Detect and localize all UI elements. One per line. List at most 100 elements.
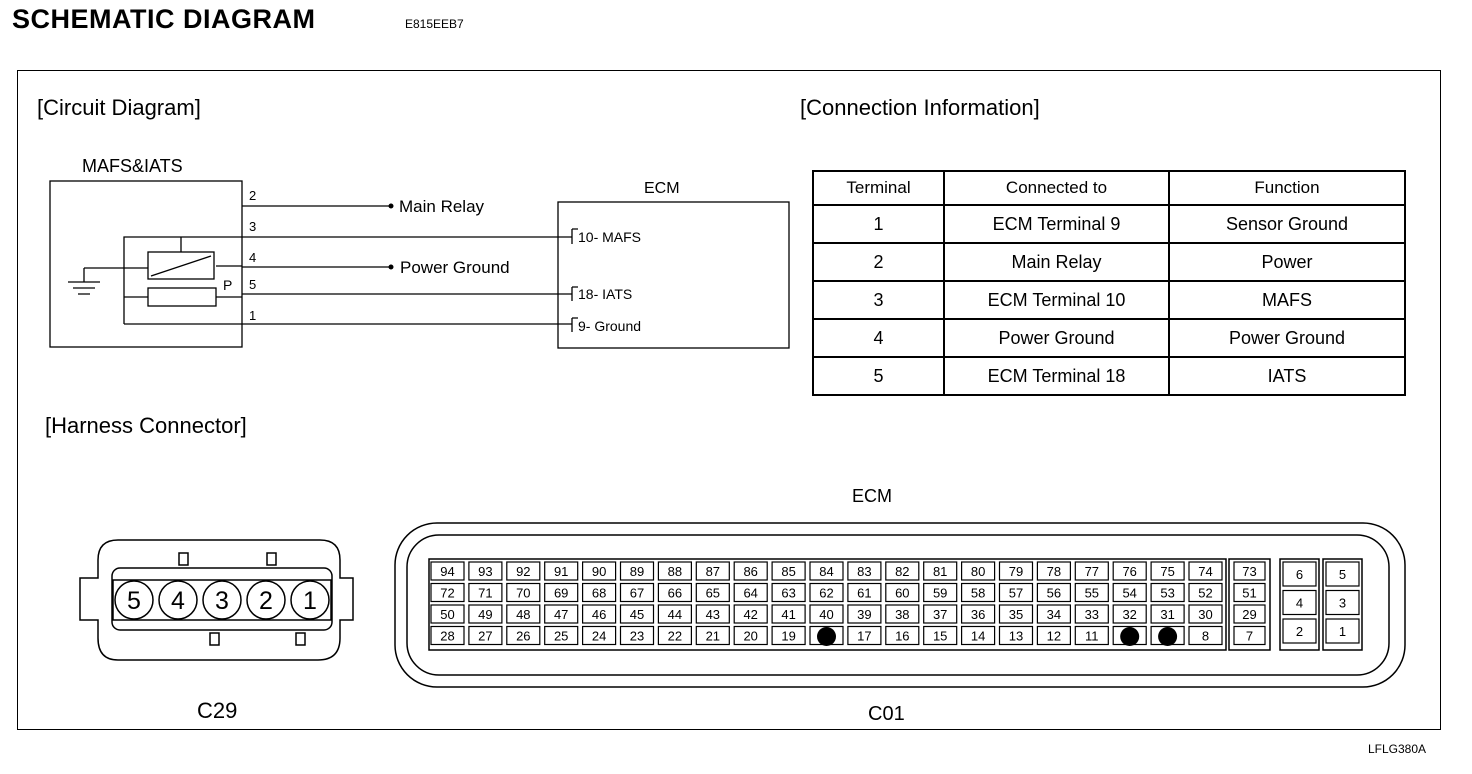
c01-terminal-box	[885, 625, 920, 646]
c01-terminal-box	[1325, 561, 1360, 587]
c01-terminal-box	[430, 625, 465, 646]
c01-terminal: 85	[771, 561, 806, 581]
c01-terminal: 5	[1325, 561, 1360, 587]
c01-terminal: 68	[581, 582, 617, 603]
c01-terminal-number: 75	[1160, 564, 1174, 579]
c01-terminal-box	[468, 625, 503, 646]
c01-terminal-number: 26	[516, 629, 530, 644]
pin-label: 3	[249, 219, 256, 234]
c01-terminal-box	[695, 561, 730, 581]
c01-terminal: 91	[544, 561, 579, 581]
c01-terminal-box	[1074, 582, 1109, 603]
c01-terminal-box	[1233, 604, 1266, 624]
c01-terminal-number: 1	[1339, 624, 1346, 639]
power-ground-arrow	[388, 264, 394, 270]
c01-terminal-box	[1074, 561, 1109, 581]
c01-terminal-box	[1282, 618, 1317, 644]
circuit-diagram-heading: [Circuit Diagram]	[37, 95, 201, 120]
c01-terminal: 23	[619, 625, 655, 646]
pin-label: 5	[249, 277, 256, 292]
c01-terminal-number: 39	[857, 607, 871, 622]
c01-terminal: 77	[1074, 561, 1109, 581]
c01-terminal-box	[1188, 561, 1223, 581]
c01-block-a	[1279, 558, 1320, 651]
table-row: 3 ECM Terminal 10 MAFS	[812, 280, 1406, 320]
c01-terminal-box	[998, 604, 1034, 624]
c01-terminal-number: 71	[478, 586, 492, 601]
c01-terminal-box	[771, 582, 806, 603]
c29-pin-number: 5	[127, 587, 141, 615]
table-cell: 3	[812, 280, 945, 320]
c01-terminal: 4	[1282, 589, 1317, 616]
c29-key	[266, 552, 277, 566]
c01-terminal-box	[998, 582, 1034, 603]
c01-terminal-box	[695, 582, 730, 603]
ecm-pin-label: 10- MAFS	[578, 229, 641, 245]
c01-terminal-box	[581, 625, 617, 646]
c01-terminal-number: 92	[516, 564, 530, 579]
ecm-box	[557, 201, 790, 349]
c29-key	[295, 632, 306, 646]
c01-terminal: 86	[733, 561, 768, 581]
c01-terminal: 89	[619, 561, 655, 581]
c01-terminal-number: 45	[630, 607, 644, 622]
c01-terminal-box	[923, 604, 958, 624]
c01-terminal-number: 86	[743, 564, 757, 579]
c29-pin-number: 1	[303, 587, 317, 615]
circuit-diagram	[49, 180, 790, 349]
c01-terminal-number: 49	[478, 607, 492, 622]
c01-terminal-number: 66	[668, 586, 682, 601]
c01-terminal-number: 61	[857, 586, 871, 601]
c01-terminal-number: 7	[1246, 629, 1253, 644]
c01-terminal-box	[809, 604, 844, 624]
table-cell: Main Relay	[943, 242, 1170, 282]
c01-terminal: 53	[1150, 582, 1185, 603]
c01-terminal: 13	[998, 625, 1034, 646]
c01-terminal-box	[1233, 582, 1266, 603]
c01-terminal: 34	[1036, 604, 1072, 624]
p-label: P	[223, 277, 232, 293]
connection-info-heading: [Connection Information]	[800, 95, 1040, 120]
c01-terminal-box	[1112, 582, 1147, 603]
c01-terminal-box	[506, 604, 541, 624]
c01-terminal-box	[1282, 561, 1317, 587]
c01-terminal-number: 77	[1085, 564, 1099, 579]
c29-pin-row	[112, 579, 332, 621]
c29-inner	[111, 567, 333, 631]
c01-terminal: 44	[657, 604, 693, 624]
c01-terminal-number: 34	[1047, 607, 1061, 622]
c01-label: C01	[868, 703, 905, 725]
c29-pin-number: 4	[171, 587, 185, 615]
c01-terminal-box	[960, 625, 996, 646]
c01-terminal-number: 53	[1160, 586, 1174, 601]
c01-terminal: 12	[1036, 625, 1072, 646]
c29-label: C29	[197, 698, 237, 723]
ground-icon	[68, 267, 148, 295]
c01-terminal-box	[1150, 561, 1185, 581]
c01-terminal: 32	[1112, 604, 1147, 624]
c01-terminal: 58	[960, 582, 996, 603]
c01-terminal-number: 70	[516, 586, 530, 601]
c01-terminal: 90	[581, 561, 617, 581]
c01-terminal: 67	[619, 582, 655, 603]
c01-terminal-box	[1036, 604, 1072, 624]
c01-terminal: 63	[771, 582, 806, 603]
c01-terminal: 59	[923, 582, 958, 603]
c01-terminal-number: 22	[668, 629, 682, 644]
c01-terminal-box	[506, 625, 541, 646]
c01-terminal-box	[1188, 625, 1223, 646]
c01-terminal: 73	[1233, 561, 1266, 581]
c01-terminal-number: 46	[592, 607, 606, 622]
c01-terminal: 92	[506, 561, 541, 581]
c01-terminal-box	[506, 582, 541, 603]
c01-terminal: 15	[923, 625, 958, 646]
ecm-label: ECM	[644, 180, 680, 197]
c01-terminal: 45	[619, 604, 655, 624]
c01-terminal-number: 23	[630, 629, 644, 644]
c01-terminal: 26	[506, 625, 541, 646]
c01-terminal-box	[1188, 604, 1223, 624]
c01-terminal: 52	[1188, 582, 1223, 603]
c01-terminal-box	[771, 604, 806, 624]
c01-terminal-dot	[1158, 627, 1178, 646]
c01-terminal-box	[1112, 604, 1147, 624]
